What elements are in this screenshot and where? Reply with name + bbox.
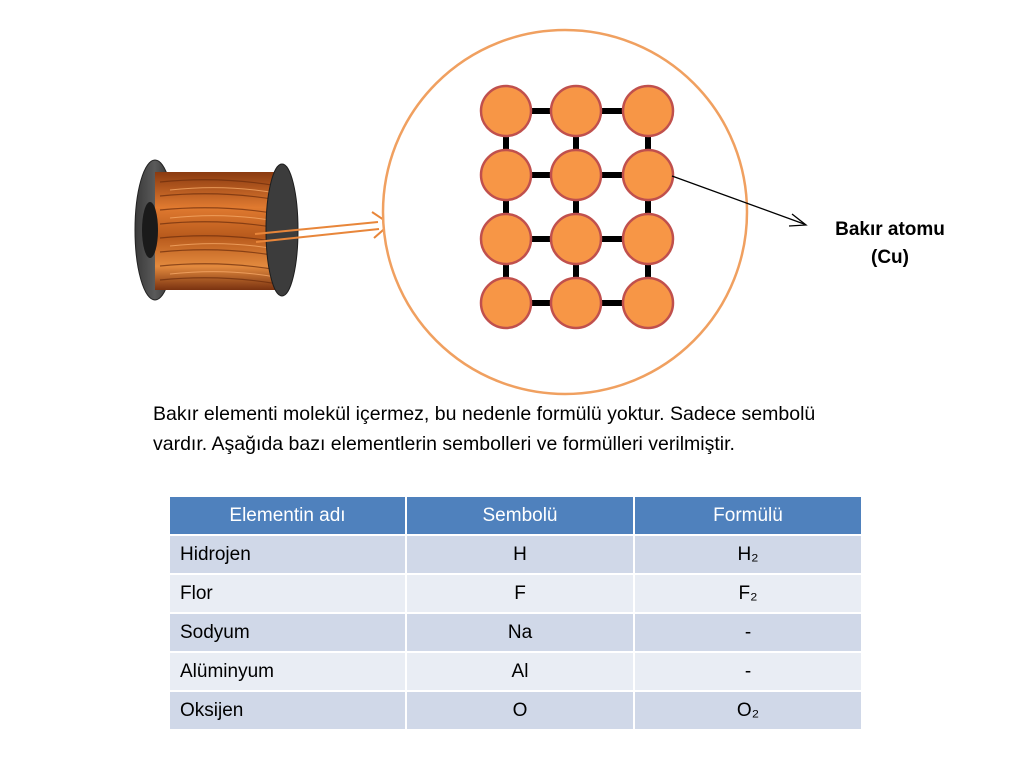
copper-atom [549,148,603,202]
copper-atom [621,148,675,202]
atom-pointer-arrow [671,175,808,227]
table-row: Flor F F₂ [168,573,863,614]
element-name-cell: Hidrojen [168,534,407,575]
element-symbol-cell: F [405,573,635,614]
copper-atom [621,84,675,138]
table-row: Oksijen O O₂ [168,690,863,731]
table-header-row: Elementin adı Sembolü Formülü [168,495,863,536]
atom-label-name: Bakır atomu [835,219,945,240]
copper-structure-illustration [134,28,808,396]
copper-atom [479,276,533,330]
element-name-cell: Oksijen [168,690,407,731]
element-name-cell: Alüminyum [168,651,407,692]
table-row: Alüminyum Al - [168,651,863,692]
element-symbol-cell: Al [405,651,635,692]
copper-atom [621,212,675,266]
copper-atom [549,276,603,330]
table-row: Sodyum Na - [168,612,863,653]
copper-atom [549,84,603,138]
header-symbol: Sembolü [405,495,635,536]
copper-atom [479,84,533,138]
copper-atom [549,212,603,266]
element-symbol-cell: Na [405,612,635,653]
description-text: Bakır elementi molekül içermez, bu neden… [153,403,816,455]
elements-table: Elementin adı Sembolü Formülü Hidrojen H… [168,495,863,731]
copper-atom-label: Bakır atomu (Cu) [800,216,980,272]
table-row: Hidrojen H H₂ [168,534,863,575]
element-formula-cell: - [633,612,863,653]
copper-atom [479,212,533,266]
atom-label-symbol: (Cu) [871,247,909,268]
copper-atom [621,276,675,330]
header-formula: Formülü [633,495,863,536]
header-element-name: Elementin adı [168,495,407,536]
copper-atom [479,148,533,202]
element-formula-cell: F₂ [633,573,863,614]
element-symbol-cell: H [405,534,635,575]
zoom-circle [381,28,749,396]
element-name-cell: Flor [168,573,407,614]
copper-wire-spool-image [134,159,299,301]
element-name-cell: Sodyum [168,612,407,653]
element-formula-cell: - [633,651,863,692]
lattice-atoms [479,84,675,330]
element-symbol-cell: O [405,690,635,731]
element-formula-cell: H₂ [633,534,863,575]
element-formula-cell: O₂ [633,690,863,731]
